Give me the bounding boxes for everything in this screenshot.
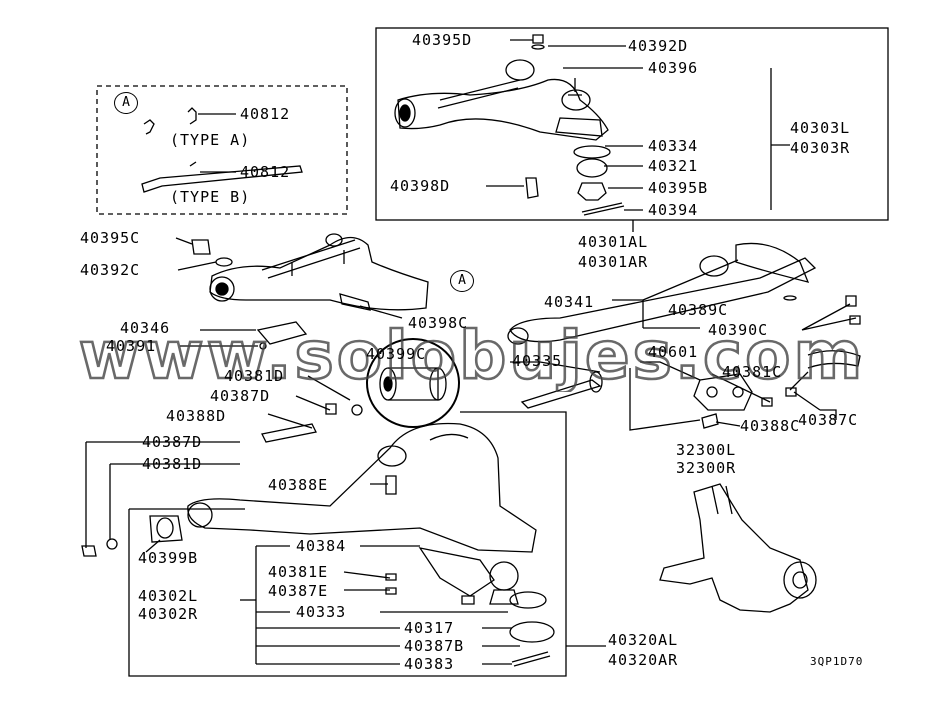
inset-row-a-part: 40812	[240, 105, 291, 123]
steering-knuckle	[659, 483, 817, 613]
part-label: 40394	[648, 201, 699, 219]
part-label: 40387D	[210, 387, 271, 405]
drawing-code: 3QP1D70	[810, 655, 864, 668]
inset-clips	[141, 107, 303, 193]
inset-marker: A	[114, 92, 138, 114]
inset-row-a-type: (TYPE A)	[170, 131, 251, 149]
part-label: 40302L	[138, 587, 199, 605]
bracket-40601	[520, 371, 797, 429]
part-label: 40390C	[708, 321, 769, 339]
part-label: 32300L	[676, 441, 737, 459]
part-label: 40301AR	[578, 253, 649, 271]
part-label: 40383	[404, 655, 455, 673]
part-label: 40387E	[268, 582, 329, 600]
strut-bar-assembly	[507, 242, 861, 369]
inset-row-b-type: (TYPE B)	[170, 188, 251, 206]
part-label: 40399C	[366, 345, 427, 363]
part-label: 40320AR	[608, 651, 679, 669]
part-label: 40395D	[412, 31, 473, 49]
part-label: 40396	[648, 59, 699, 77]
part-label: 40387C	[798, 411, 859, 429]
part-label: 40388E	[268, 476, 329, 494]
part-label: 40395B	[648, 179, 709, 197]
part-label: 40335	[512, 352, 563, 370]
ref-marker: A	[450, 270, 474, 292]
part-label: 40302R	[138, 605, 199, 623]
part-label: 40391	[106, 337, 157, 355]
part-label: 32300R	[676, 459, 737, 477]
leader-lines	[85, 39, 857, 665]
part-label: 40384	[296, 537, 347, 555]
part-label: 40381C	[722, 363, 783, 381]
part-label: 40317	[404, 619, 455, 637]
upper-arm-group-frame	[375, 27, 889, 221]
watermark: www.solobujes.com	[77, 326, 866, 392]
part-label: 40389C	[668, 301, 729, 319]
plate-40346	[256, 321, 308, 350]
part-label: 40387D	[142, 433, 203, 451]
part-label: 40601	[648, 343, 699, 361]
part-label: 40381E	[268, 563, 329, 581]
part-label: 40381D	[224, 367, 285, 385]
part-label: 40381D	[142, 455, 203, 473]
part-label: 40334	[648, 137, 699, 155]
part-label: 40395C	[80, 229, 141, 247]
lower-control-arm	[81, 403, 537, 557]
part-label: 40333	[296, 603, 347, 621]
watermark-text: www.solobujes.com	[79, 326, 866, 392]
part-label: 40398C	[408, 314, 469, 332]
lower-arm-group-frame	[128, 411, 567, 677]
part-label: 40388C	[740, 417, 801, 435]
part-label: 40398D	[390, 177, 451, 195]
part-label: 40388D	[166, 407, 227, 425]
upper-small-parts	[525, 34, 625, 216]
part-label: 40341	[544, 293, 595, 311]
part-label: 40321	[648, 157, 699, 175]
upper-arm-assembly	[191, 233, 429, 311]
part-label: 40303R	[790, 139, 851, 157]
part-label: 40392C	[80, 261, 141, 279]
part-label: 40392D	[628, 37, 689, 55]
bushing-40399C	[366, 338, 460, 428]
part-label: 40301AL	[578, 233, 649, 251]
ball-joint-assembly	[385, 547, 555, 667]
part-label: 40320AL	[608, 631, 679, 649]
part-label: 40303L	[790, 119, 851, 137]
inset-row-b-part: 40812	[240, 163, 291, 181]
upper-control-arm	[394, 59, 609, 141]
part-label: 40399B	[138, 549, 199, 567]
part-label: 40387B	[404, 637, 465, 655]
part-label: 40346	[120, 319, 171, 337]
